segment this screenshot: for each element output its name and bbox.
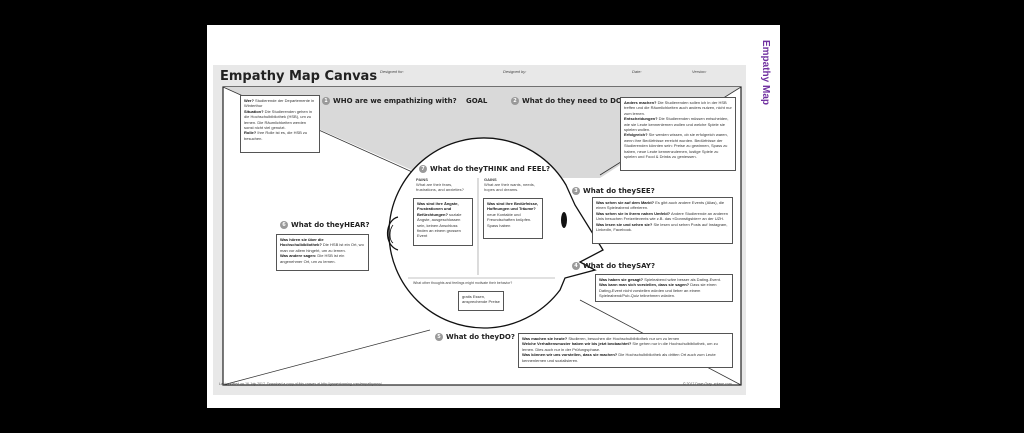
number-badge: 4 <box>572 262 580 270</box>
version-label: Version: <box>692 69 707 74</box>
hear-box: Was hören sie über die Hochschulbiblioth… <box>276 234 369 271</box>
footer-right: © 2017 Dave Gray, xplane.com <box>683 382 732 386</box>
pains-box: Was sind ihre Ängste, Frustrationen und … <box>413 198 473 246</box>
heading-text: What do theyHEAR? <box>291 221 370 229</box>
heading-text: What do theyTHINK and FEEL? <box>430 165 551 173</box>
who-box: Wer? Studierende der Departemente in Win… <box>240 95 320 153</box>
heading-text: What do theyDO? <box>446 333 515 341</box>
date-label: Date: <box>632 69 642 74</box>
goal-heading: GOAL <box>466 97 488 105</box>
canvas-title: Empathy Map Canvas <box>220 69 378 84</box>
see-box: Was sehen sie auf dem Markt? Es gibt auc… <box>592 197 733 244</box>
side-title: Empathy Map <box>760 40 771 106</box>
heading-text: What do they need to DO? <box>522 97 626 105</box>
number-badge: 2 <box>511 97 519 105</box>
do-need-box: Anders machen? Die Studierenden sollen i… <box>620 97 736 171</box>
number-badge: 5 <box>435 333 443 341</box>
eye <box>561 212 567 228</box>
do-box: Was machen sie heute? Studieren, besuche… <box>518 333 733 368</box>
behaviour-question: What other thoughts and feelings might m… <box>413 281 513 285</box>
number-badge: 7 <box>419 165 427 173</box>
designed-by-label: Designed by: <box>503 69 527 74</box>
heading-text: WHO are we empathizing with? <box>333 97 457 105</box>
ear <box>386 216 399 251</box>
heading-text: What do theySEE? <box>583 187 655 195</box>
number-badge: 3 <box>572 187 580 195</box>
footer-left: Last updated on 16 July 2017. Download a… <box>219 382 382 386</box>
gains-box: Was sind ihre Bedürfnisse, Hoffnungen un… <box>483 198 543 239</box>
behaviour-box: gratis Essen, ansprechende Preise <box>458 291 504 311</box>
number-badge: 1 <box>322 97 330 105</box>
number-badge: 6 <box>280 221 288 229</box>
heading-text: What do theySAY? <box>583 262 656 270</box>
say-box: Was haben sie gesagt? Spieleabend wäre b… <box>595 274 733 302</box>
designed-for-label: Designed for: <box>380 69 404 74</box>
